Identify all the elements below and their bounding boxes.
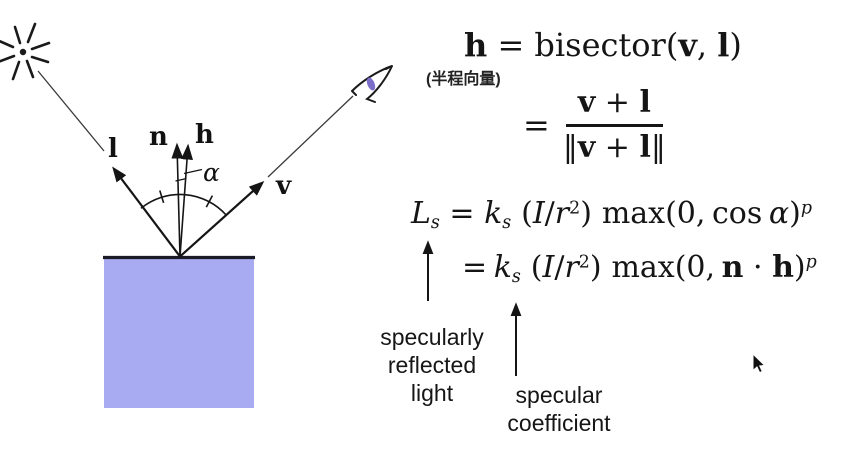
arc-tick-right <box>205 195 214 208</box>
math-r: r <box>554 196 570 231</box>
math-close-paren: ) <box>793 250 806 285</box>
math-alpha: α <box>768 196 790 231</box>
math-k: k <box>493 250 512 285</box>
math-I: I <box>532 196 545 231</box>
formula-half-vector-definition: h = bisector(v, l) <box>464 26 742 64</box>
mouse-cursor-icon <box>752 352 766 374</box>
fraction-denominator: ‖v + l‖ <box>563 127 666 165</box>
math-v: v <box>678 26 697 64</box>
label-l: l <box>108 134 118 164</box>
math-norm-open: ‖ <box>562 130 578 165</box>
alpha-angle-tick <box>175 177 187 182</box>
math-slash: / <box>554 250 565 285</box>
math-max-open: max(0, <box>611 250 716 285</box>
math-slash: / <box>544 196 555 231</box>
math-exponent-p: p <box>805 252 817 273</box>
math-L: L <box>411 196 431 231</box>
math-h: h <box>464 26 488 64</box>
light-ray-line <box>37 70 105 152</box>
math-l: l <box>717 26 730 64</box>
angle-arc <box>140 193 227 216</box>
math-cos: cos <box>712 196 763 231</box>
math-n: n <box>721 250 744 285</box>
alpha-leader-line <box>183 168 203 175</box>
math-comma: , <box>696 26 718 64</box>
eye-icon <box>351 65 393 103</box>
math-close-paren: ) <box>789 196 801 231</box>
math-equals: = <box>523 106 550 144</box>
math-plus: + <box>595 85 640 120</box>
surface-block <box>104 258 254 408</box>
light-source-icon <box>0 22 51 81</box>
math-dot: · <box>743 250 773 285</box>
fraction: v + l ‖v + l‖ <box>563 85 666 165</box>
math-k-subscript: s <box>502 213 512 234</box>
math-norm-close: ‖ <box>650 130 666 165</box>
math-max-open: max(0, <box>601 196 706 231</box>
vector-l-arrow <box>112 166 181 258</box>
label-n: n <box>149 122 168 152</box>
math-I: I <box>542 250 555 285</box>
math-equals: = <box>462 250 488 285</box>
vector-h-arrow <box>179 143 194 257</box>
math-h: h <box>772 250 794 285</box>
math-k: k <box>484 196 503 231</box>
math-r-squared: 2 <box>578 252 590 273</box>
math-close-paren: ) <box>589 250 602 285</box>
arc-tick-left <box>159 190 165 204</box>
vector-v-arrow <box>179 180 265 258</box>
math-close-paren: ) <box>580 196 592 231</box>
math-open-paren: ( <box>530 250 543 285</box>
math-close-paren: ) <box>729 26 742 64</box>
fraction-numerator: v + l <box>565 85 663 127</box>
math-r-squared: 2 <box>569 198 581 219</box>
math-equals: = <box>487 26 535 64</box>
view-ray-line <box>267 95 354 178</box>
math-l: l <box>639 85 651 120</box>
math-open-paren: ( <box>521 196 533 231</box>
math-k-subscript: s <box>511 267 521 288</box>
vector-n-arrow <box>171 142 184 257</box>
math-r: r <box>564 250 579 285</box>
half-vector-chinese-annotation: (半程向量) <box>426 71 501 88</box>
math-l: l <box>639 130 651 165</box>
formula-specular-ndoth: =ks(I/r2)max(0,n · h)p <box>462 250 817 287</box>
math-v: v <box>577 130 596 165</box>
label-v: v <box>275 171 292 201</box>
math-exponent-p: p <box>800 198 812 219</box>
math-bisector-call: bisector( <box>534 26 679 64</box>
label-alpha: α <box>203 158 220 187</box>
math-v: v <box>577 85 596 120</box>
math-L-subscript: s <box>430 213 440 234</box>
label-h: h <box>195 120 214 150</box>
annotation-specular-coefficient: specular coefficient <box>507 382 611 436</box>
math-equals: = <box>439 196 485 231</box>
math-plus: + <box>595 130 640 165</box>
formula-half-vector-fraction: = v + l ‖v + l‖ <box>523 85 666 165</box>
annotation-specularly-reflected-light: specularly reflected light <box>380 324 484 406</box>
